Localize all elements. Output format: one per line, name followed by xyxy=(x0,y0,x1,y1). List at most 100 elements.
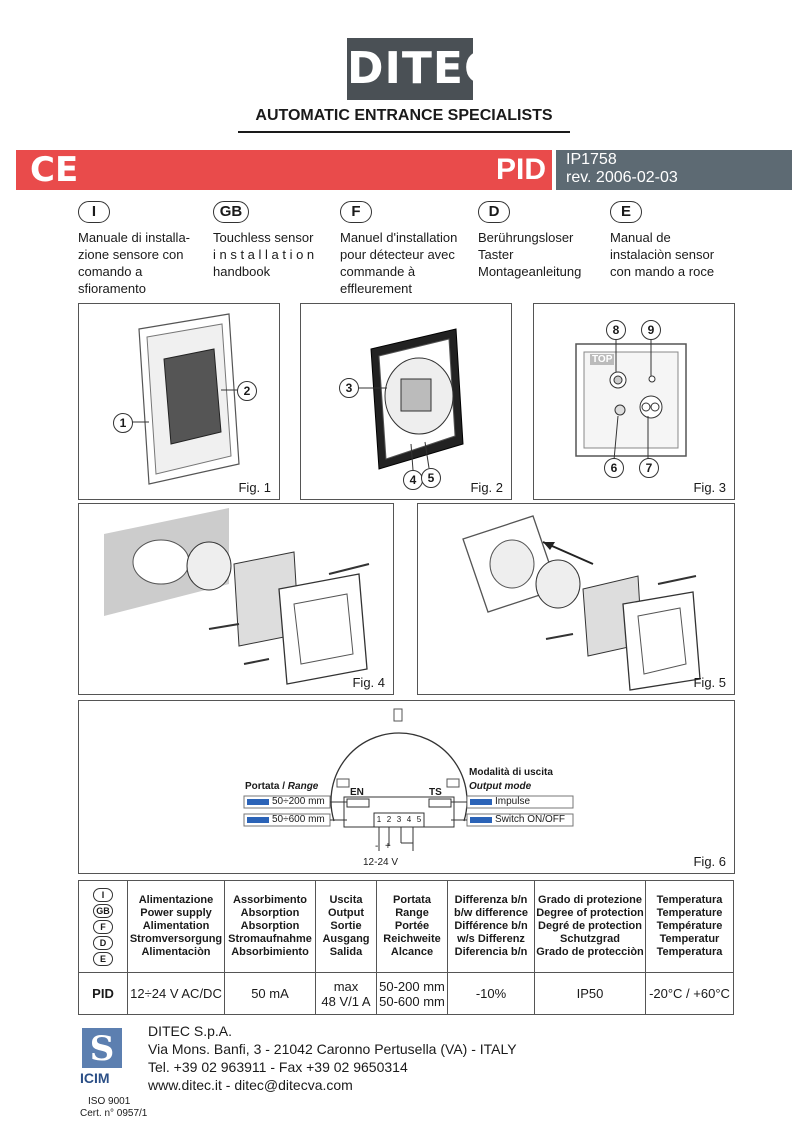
lang-text-it: Manuale di installa-zione sensore con com… xyxy=(78,229,202,297)
figure-label: Fig. 4 xyxy=(352,675,385,690)
mode-title: Modalità di uscita xyxy=(469,767,553,778)
range-option: 50÷200 mm xyxy=(272,796,325,807)
figure-label: Fig. 5 xyxy=(693,675,726,690)
brand-name: DITEC xyxy=(347,43,498,94)
lang-code: F xyxy=(93,919,113,934)
lang-line: effleurement xyxy=(340,281,413,296)
ce-mark: CE xyxy=(30,150,79,190)
lang-line: handbook xyxy=(213,264,271,279)
minus-label: - xyxy=(375,841,379,852)
wiring-diagram xyxy=(243,708,574,851)
value-protection: IP50 xyxy=(534,972,646,1015)
lang-code-column: I GB F D E xyxy=(78,880,128,973)
sensor-front-illustration xyxy=(575,338,687,461)
mode-title-en: Output mode xyxy=(469,781,532,792)
range-option: 50÷600 mm xyxy=(272,814,325,825)
lang-line: i n s t a l l a t i o n xyxy=(213,247,315,262)
document-code: IP1758 xyxy=(566,151,617,168)
lang-code-de: D xyxy=(478,201,510,223)
callout-4: 4 xyxy=(403,470,423,490)
lang-line: con mando a roce xyxy=(610,264,715,279)
ts-jumper-label: TS xyxy=(429,787,442,798)
value-absorption: 50 mA xyxy=(224,972,316,1015)
wall-mount-exploded-illustration xyxy=(104,508,370,685)
terminal-label: 4 xyxy=(406,815,412,824)
value-bw-difference: -10% xyxy=(447,972,535,1015)
figure-4: Fig. 4 xyxy=(78,503,394,695)
company-address: Via Mons. Banfi, 3 - 21042 Caronno Pertu… xyxy=(148,1041,517,1057)
lang-code: D xyxy=(93,935,113,950)
figure-label: Fig. 2 xyxy=(470,480,503,495)
callout-2: 2 xyxy=(237,381,257,401)
top-marker: TOP xyxy=(590,354,615,365)
title-bar xyxy=(16,150,552,190)
tagline-rule xyxy=(238,131,570,133)
box-mount-exploded-illustration xyxy=(462,515,701,691)
lang-line: instalaciòn sensor xyxy=(610,247,715,262)
lang-line: Manuel d'installation xyxy=(340,230,458,245)
terminal-label: 3 xyxy=(396,815,402,824)
callout-5: 5 xyxy=(421,468,441,488)
lang-line: comando a xyxy=(78,264,143,279)
callout-3: 3 xyxy=(339,378,359,398)
mode-option: Switch ON/OFF xyxy=(495,814,566,825)
range-title: Portata / Range xyxy=(245,781,319,792)
voltage-label: 12-24 V xyxy=(363,857,399,868)
terminal-label: 5 xyxy=(416,815,422,824)
lang-line: zione sensore con xyxy=(78,247,184,262)
figure-label: Fig. 3 xyxy=(693,480,726,495)
document-revision: rev. 2006-02-03 xyxy=(566,169,678,186)
product-name: PID xyxy=(495,153,546,186)
callout-1: 1 xyxy=(113,413,133,433)
company-phone: Tel. +39 02 963911 - Fax +39 02 9650314 xyxy=(148,1059,408,1075)
cert-number: Cert. n° 0957/1 xyxy=(80,1108,148,1119)
icim-logo: S xyxy=(78,1028,126,1090)
callout-6: 6 xyxy=(604,458,624,478)
lang-code-gb: GB xyxy=(213,201,249,223)
lang-text-gb: Touchless sensor i n s t a l l a t i o n h… xyxy=(213,229,337,280)
icim-label: ICIM xyxy=(80,1070,110,1086)
terminal-label: 1 xyxy=(376,815,382,824)
terminal-label: 2 xyxy=(386,815,392,824)
sensor-back-illustration xyxy=(358,328,464,471)
callout-9: 9 xyxy=(641,320,661,340)
lang-line: Manuale di installa- xyxy=(78,230,191,245)
lang-code: GB xyxy=(93,903,113,918)
lang-line: pour détecteur avec xyxy=(340,247,455,262)
callout-8: 8 xyxy=(606,320,626,340)
figure-5: Fig. 5 xyxy=(417,503,735,695)
figure-2: 3 4 5 Fig. 2 xyxy=(300,303,512,500)
plus-label: + xyxy=(385,841,391,852)
figure-3: TOP 8 9 6 7 Fig. 3 xyxy=(533,303,735,500)
lang-line: Montageanleitung xyxy=(478,264,582,279)
lang-code-it: I xyxy=(78,201,110,223)
company-name: DITEC S.p.A. xyxy=(148,1023,233,1039)
lang-line: Berührungsloser xyxy=(478,230,574,245)
figure-6: Portata / Range 50÷200 mm 50÷600 mm Moda… xyxy=(78,700,735,874)
figure-1: 1 2 Fig. 1 xyxy=(78,303,280,500)
lang-code: I xyxy=(93,887,113,902)
en-jumper-label: EN xyxy=(350,787,364,798)
lang-line: commande à xyxy=(340,264,416,279)
figure-label: Fig. 6 xyxy=(693,854,726,869)
company-web-link[interactable]: www.ditec.it - ditec@ditecva.com xyxy=(148,1077,353,1093)
callout-7: 7 xyxy=(639,458,659,478)
lang-line: Touchless sensor xyxy=(213,230,314,245)
value-power-supply: 12÷24 V AC/DC xyxy=(127,972,225,1015)
code-bar xyxy=(556,150,792,190)
iso-label: ISO 9001 xyxy=(88,1096,131,1107)
